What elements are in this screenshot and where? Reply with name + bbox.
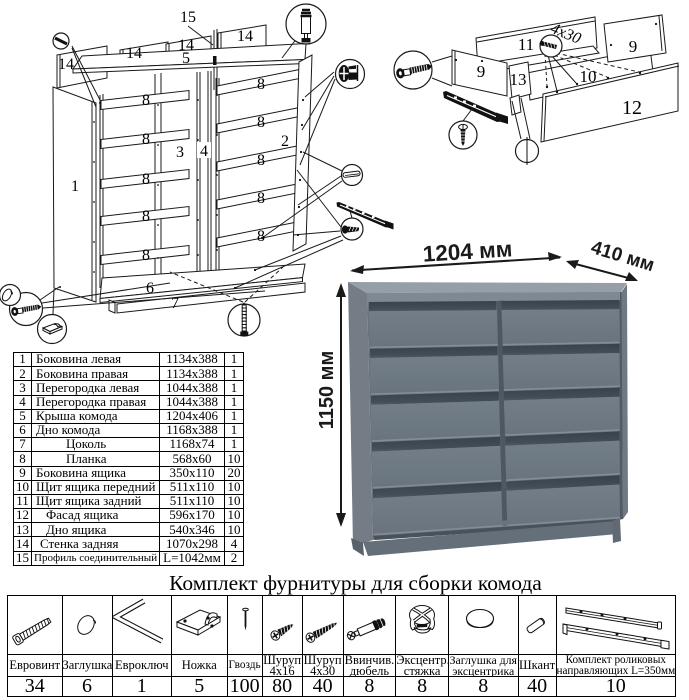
svg-text:8: 8 <box>257 228 265 245</box>
svg-text:1150 мм: 1150 мм <box>316 351 338 430</box>
svg-text:9: 9 <box>629 37 638 56</box>
svg-text:3: 3 <box>176 144 184 161</box>
svg-text:6: 6 <box>146 280 154 297</box>
svg-text:8: 8 <box>142 92 150 109</box>
svg-text:1: 1 <box>71 178 79 195</box>
svg-text:7: 7 <box>171 295 179 312</box>
svg-text:14: 14 <box>178 37 194 54</box>
svg-text:12: 12 <box>622 97 642 119</box>
svg-text:4: 4 <box>200 143 208 160</box>
svg-text:14: 14 <box>58 56 74 73</box>
svg-text:8: 8 <box>257 114 265 131</box>
svg-text:8: 8 <box>142 131 150 148</box>
svg-text:8: 8 <box>257 190 265 207</box>
svg-text:8: 8 <box>142 171 150 188</box>
svg-text:1204 мм: 1204 мм <box>422 236 513 266</box>
svg-text:5: 5 <box>182 50 190 67</box>
svg-text:8: 8 <box>142 208 150 225</box>
svg-text:8: 8 <box>142 247 150 264</box>
svg-text:14: 14 <box>126 45 142 62</box>
svg-text:9: 9 <box>477 62 486 81</box>
svg-text:2: 2 <box>281 133 289 150</box>
svg-text:10: 10 <box>580 67 597 86</box>
svg-text:8: 8 <box>257 76 265 93</box>
svg-text:15: 15 <box>180 9 196 26</box>
svg-text:11: 11 <box>518 35 534 54</box>
svg-text:14: 14 <box>237 28 253 45</box>
svg-text:13: 13 <box>510 70 527 89</box>
svg-text:8: 8 <box>257 152 265 169</box>
